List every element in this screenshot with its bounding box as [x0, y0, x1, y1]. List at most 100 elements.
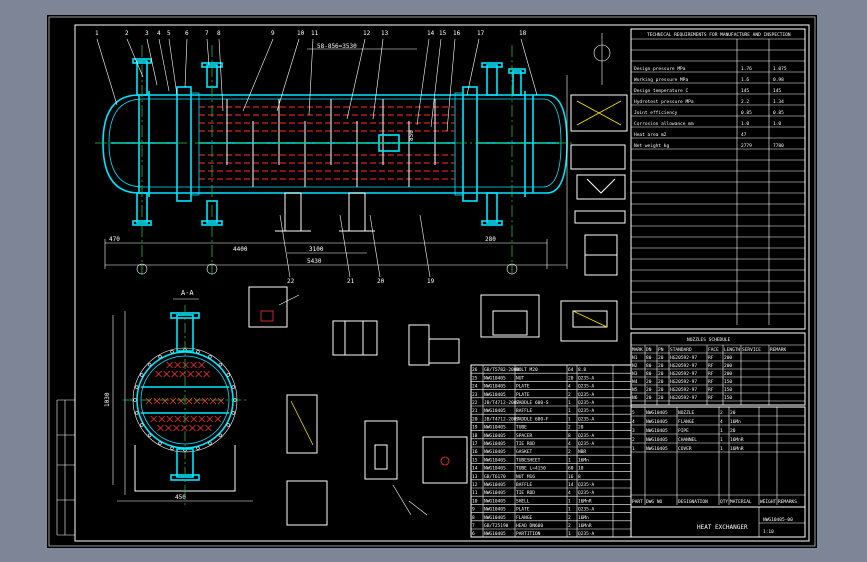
parts-cell: 8	[578, 474, 581, 480]
part-number-label: 1	[95, 30, 99, 37]
height-dim: 850	[408, 130, 415, 141]
nozzle-cell: 80	[646, 363, 652, 369]
part-number-label: 5	[167, 30, 171, 37]
parts-cell: TUBE L=4150	[516, 466, 546, 472]
parts-cell: 1	[720, 446, 723, 452]
part-number-label: 16	[453, 30, 461, 37]
parts-cell: 8.8	[578, 367, 586, 373]
parts-cell: 13	[472, 474, 478, 480]
parts-cell: NWG10405	[484, 457, 506, 463]
tech-req-tube: 1.0	[773, 121, 781, 127]
parts-cell: NWG10405	[484, 449, 506, 455]
nozzle-header: MARK	[632, 347, 643, 353]
part-number-label: 11	[311, 30, 319, 37]
part-number-label: 3	[145, 30, 149, 37]
parts-cell: 14	[472, 466, 478, 472]
parts-cell: 6	[472, 531, 475, 537]
parts-cell: 16	[472, 449, 478, 455]
section-height-dim: 1030	[104, 392, 111, 407]
nozzle-n3	[486, 64, 498, 96]
nozzle-callout	[206, 263, 218, 275]
parts-cell: NUT	[516, 375, 524, 381]
parts-cell: 60	[568, 466, 574, 472]
parts-cell: GB/T5782-2000	[484, 367, 520, 373]
nozzle-cell: 20	[658, 363, 664, 369]
nozzle-cell: 200	[724, 371, 732, 377]
tech-req-tube: 0.98	[773, 77, 784, 83]
nozzle-cell: N3	[632, 371, 638, 377]
sub-dim-1: 4400	[233, 246, 248, 253]
overall-dim: 5430	[307, 258, 322, 265]
parts-cell: SPACER	[516, 433, 533, 439]
tech-req-item: Hydrotest pressure MPa	[634, 99, 694, 105]
sub-dim-2: 3100	[309, 246, 324, 253]
nozzle-cell: RF	[708, 395, 714, 401]
nozzle-cell: HG20592-97	[670, 355, 697, 361]
parts-cell: 26	[472, 367, 478, 373]
parts-cell: PLATE	[516, 507, 530, 513]
parts-cell: TIE ROD	[516, 441, 535, 447]
section-a-a: A-A 450 1030	[104, 289, 253, 505]
parts-cell: 4	[568, 441, 571, 447]
parts-cell: TUBE	[516, 425, 527, 431]
nozzle-schedule-title: NOZZLES SCHEDULE	[687, 337, 731, 343]
parts-cell: SHELL	[516, 498, 530, 504]
parts-cell: 4	[568, 384, 571, 390]
parts-cell: 1	[568, 400, 571, 406]
parts-cell: FLANGE	[516, 515, 533, 521]
parts-cell: 18	[472, 433, 478, 439]
nozzle-cell: RF	[708, 387, 714, 393]
part-number-label: 8	[217, 30, 221, 37]
nozzle-cell: 20	[646, 387, 652, 393]
parts-cell: GB/T25198	[484, 523, 509, 529]
parts-cell: Q235-A	[578, 482, 595, 488]
parts-cell: SADDLE 600-S	[516, 400, 549, 406]
nozzle-cell: HG20592-97	[670, 371, 697, 377]
tech-req-shell: 145	[741, 88, 749, 94]
parts-cell: HEAD DN600	[516, 523, 543, 529]
parts-cell: NWG10405	[646, 428, 668, 434]
parts-header: PART	[632, 499, 643, 505]
parts-cell: COVER	[678, 446, 692, 452]
parts-cell: 16MnR	[578, 498, 592, 504]
tech-req-item: Joint efficiency	[634, 110, 678, 116]
tech-req-item: Design temperature C	[634, 88, 688, 94]
tech-req-item: Working pressure MPa	[634, 77, 688, 83]
nozzle-cell: 150	[724, 387, 732, 393]
parts-cell: BAFFLE	[516, 482, 533, 488]
nozzle-header: FACE	[708, 347, 719, 353]
nozzle-cell: HG20592-97	[670, 379, 697, 385]
parts-cell: 10	[472, 498, 478, 504]
parts-cell: NWG10405	[484, 498, 506, 504]
parts-cell: BOLT M20	[516, 367, 538, 373]
parts-cell: 16MnR	[730, 437, 744, 443]
baffles	[226, 99, 436, 187]
parts-cell: 25	[472, 375, 478, 381]
part-number-label: 15	[439, 30, 447, 37]
parts-cell: 1	[720, 428, 723, 434]
parts-cell: Q235-A	[578, 507, 595, 513]
parts-cell: 1	[568, 531, 571, 537]
parts-cell: Q235-A	[578, 531, 595, 537]
parts-cell: Q235-A	[578, 375, 595, 381]
parts-cell: 1	[632, 446, 635, 452]
nozzle-cell: 200	[724, 355, 732, 361]
parts-cell: Q235-A	[578, 400, 595, 406]
nozzle-cell: 20	[658, 371, 664, 377]
parts-cell: 16Mn	[578, 515, 589, 521]
nozzle-cell: 20	[658, 387, 664, 393]
part-number-label: 21	[347, 278, 355, 285]
nozzle-cell: RF	[708, 355, 714, 361]
nozzle-cell: HG20592-97	[670, 387, 697, 393]
parts-cell: PARTITION	[516, 531, 541, 537]
nozzle-cell: 150	[724, 395, 732, 401]
inner-border	[74, 24, 810, 542]
parts-cell: PLATE	[516, 392, 530, 398]
parts-cell: Q235-A	[578, 384, 595, 390]
parts-cell: NUT M16	[516, 474, 535, 480]
parts-cell: 19	[472, 425, 478, 431]
